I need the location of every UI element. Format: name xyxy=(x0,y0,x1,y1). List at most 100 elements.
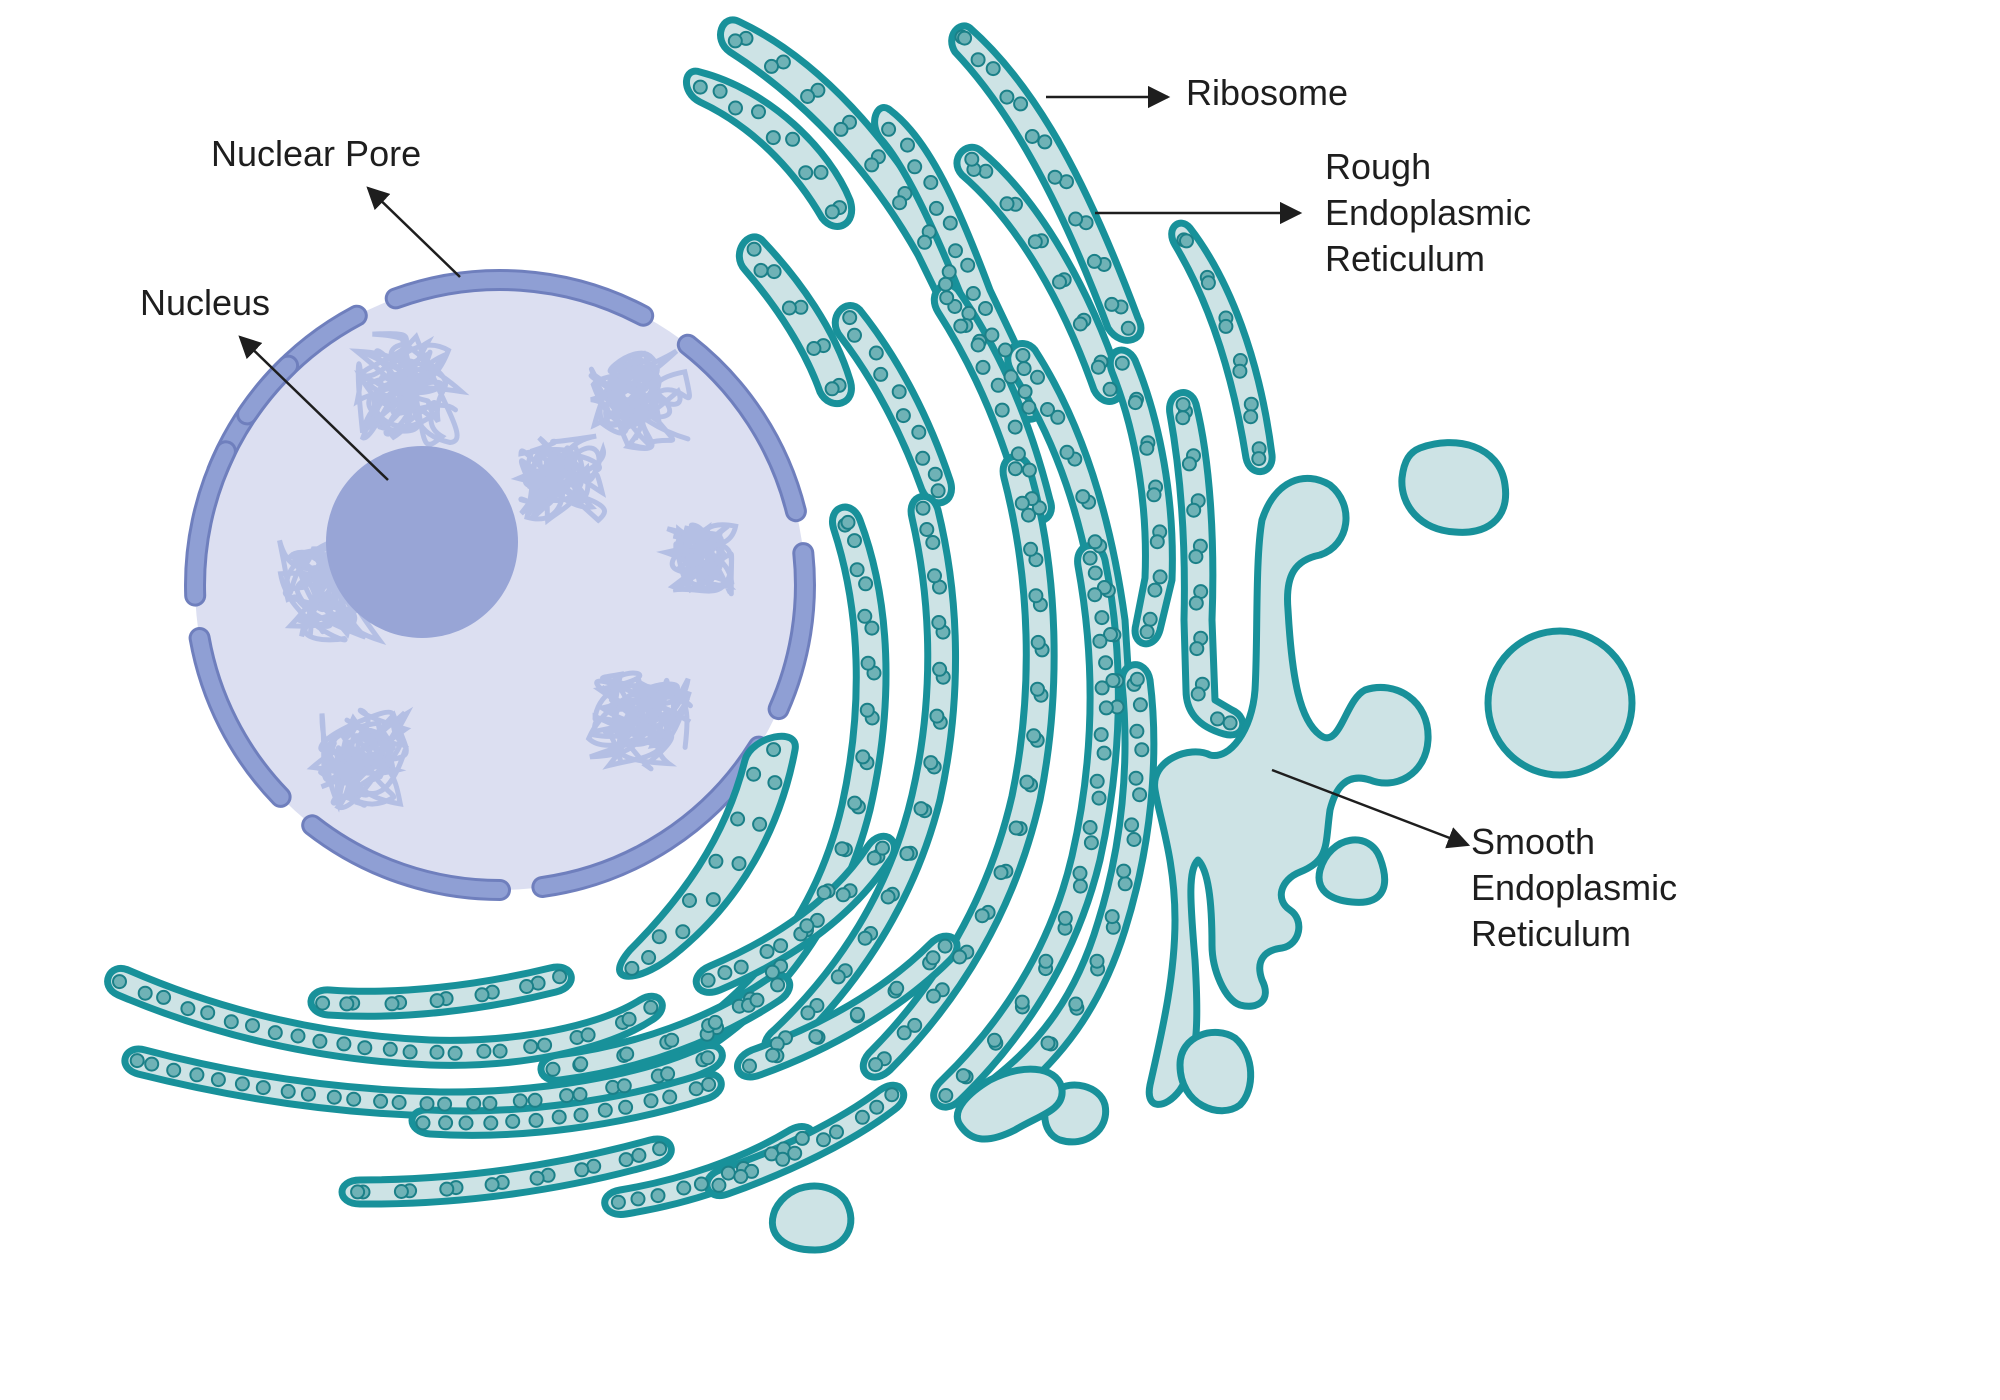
nuclear-pore-arrow xyxy=(366,186,461,278)
ribosome-icon xyxy=(1116,863,1132,879)
ribosome-icon xyxy=(210,1072,226,1088)
chromatin-strand xyxy=(592,673,692,772)
ribosome-icon xyxy=(1243,409,1259,425)
envelope-segment-fill xyxy=(679,336,804,520)
ribosome-icon xyxy=(1181,456,1197,472)
ribosome-icon xyxy=(675,924,691,940)
ribosome-icon xyxy=(1086,253,1102,269)
ribosome-icon xyxy=(799,918,815,934)
ribosome-icon xyxy=(813,164,829,180)
ribosome-icon xyxy=(1021,462,1037,478)
ribosome-icon xyxy=(1152,569,1168,585)
ribosome-icon xyxy=(1098,655,1114,671)
ribosome-icon xyxy=(618,1152,634,1168)
envelope-segment-fill xyxy=(191,630,289,805)
ribosome-icon xyxy=(733,959,749,975)
ribosome-icon xyxy=(664,1032,680,1048)
ribosome-icon xyxy=(925,950,941,966)
ribosome-icon xyxy=(616,1078,632,1094)
ribosome-icon xyxy=(552,969,568,985)
ribosome-icon xyxy=(137,985,153,1001)
ribosome-icon xyxy=(1024,129,1040,144)
ribosome-icon xyxy=(1103,627,1118,642)
ribosome-icon xyxy=(624,960,640,976)
ribosome-icon xyxy=(1015,348,1031,363)
ribosome-icon xyxy=(938,276,954,292)
label-nucleus: Nucleus xyxy=(140,280,270,326)
ribosome-icon xyxy=(1026,728,1042,744)
ribosome-icon xyxy=(180,1001,196,1017)
ribosome-icon xyxy=(858,576,874,592)
rough-er-line-1: Rough xyxy=(1325,146,1432,187)
ribosome-icon xyxy=(1038,953,1054,969)
ribosome-icon xyxy=(1075,489,1091,505)
ribosome-icon xyxy=(1134,742,1150,758)
ribosome-icon xyxy=(692,79,708,95)
ribosome-icon xyxy=(997,342,1013,358)
ribosome-icon xyxy=(847,533,862,549)
ribosome-icon xyxy=(953,318,969,334)
ribosome-icon xyxy=(1014,495,1030,511)
ribosome-icon xyxy=(393,1184,409,1199)
rough-er-cisterna xyxy=(683,67,856,230)
rough-er-cisterna xyxy=(307,963,575,1020)
ribosome-icon xyxy=(857,930,873,946)
rough-er-cisterna xyxy=(104,964,666,1069)
ribosome-icon xyxy=(1030,634,1046,650)
ribosome-icon xyxy=(1222,715,1238,731)
ribosome-icon xyxy=(999,89,1015,105)
ribosome-icon xyxy=(484,1177,500,1193)
ribosome-icon xyxy=(889,980,905,996)
ribosome-icon xyxy=(1013,96,1029,112)
ribosome-icon xyxy=(580,1027,596,1043)
ribosome-icon xyxy=(985,61,1001,77)
ribosome-icon xyxy=(559,1088,575,1104)
ribosome-icon xyxy=(1251,451,1267,467)
ribosome-icon xyxy=(528,1112,544,1128)
ribosome-icon xyxy=(1128,770,1144,786)
ribosome-icon xyxy=(652,1141,668,1157)
ribosome-icon xyxy=(970,337,986,353)
ribosome-icon xyxy=(749,992,765,1008)
ribosome-icon xyxy=(931,615,947,630)
ribosome-icon xyxy=(1007,419,1023,435)
nuclear-pore-text: Nuclear Pore xyxy=(211,133,422,174)
ribosome-icon xyxy=(483,1115,499,1131)
ribosome-icon xyxy=(610,1194,626,1210)
ribosome-icon xyxy=(1016,361,1032,377)
ribosome-icon xyxy=(300,1086,316,1102)
ribosome-icon xyxy=(326,1089,342,1105)
ribosome-icon xyxy=(1027,234,1043,250)
ribosome-icon xyxy=(978,301,993,316)
ribosome-icon xyxy=(925,535,941,550)
smooth-er-vesicle xyxy=(1484,627,1636,779)
rough-er-cisterna xyxy=(338,1135,675,1208)
ribosome-icon xyxy=(915,450,931,466)
ribosome-icon xyxy=(829,1124,844,1140)
ribosome-icon xyxy=(873,366,889,382)
ribosome-icon xyxy=(415,1115,431,1131)
ribosome-icon xyxy=(751,104,766,120)
ribosome-icon xyxy=(913,801,929,817)
ribosome-icon xyxy=(711,1177,727,1193)
ribosome-icon xyxy=(907,1017,923,1033)
ribosome-icon xyxy=(482,1095,498,1111)
ribosome-icon xyxy=(787,1145,803,1161)
ribosome-icon xyxy=(834,841,850,857)
ribosome-icon xyxy=(746,766,762,782)
ribosome-icon xyxy=(1091,790,1107,806)
ribosome-icon xyxy=(806,341,822,356)
ribosome-icon xyxy=(350,1184,366,1200)
ribosome-icon xyxy=(875,840,890,856)
ribosome-icon xyxy=(891,384,907,400)
smooth-er-line-3: Reticulum xyxy=(1471,913,1632,954)
ribosome-icon xyxy=(785,131,801,147)
ribosome-icon xyxy=(833,121,849,137)
ribosome-icon xyxy=(1068,996,1084,1012)
ribosome-icon xyxy=(1040,402,1055,417)
rough-er-cisterna xyxy=(734,932,961,1081)
ribosome-icon xyxy=(144,1056,160,1072)
ribosome-icon xyxy=(717,965,733,981)
rough-er-cisterna xyxy=(761,492,959,1060)
ribosome-icon xyxy=(948,243,963,259)
